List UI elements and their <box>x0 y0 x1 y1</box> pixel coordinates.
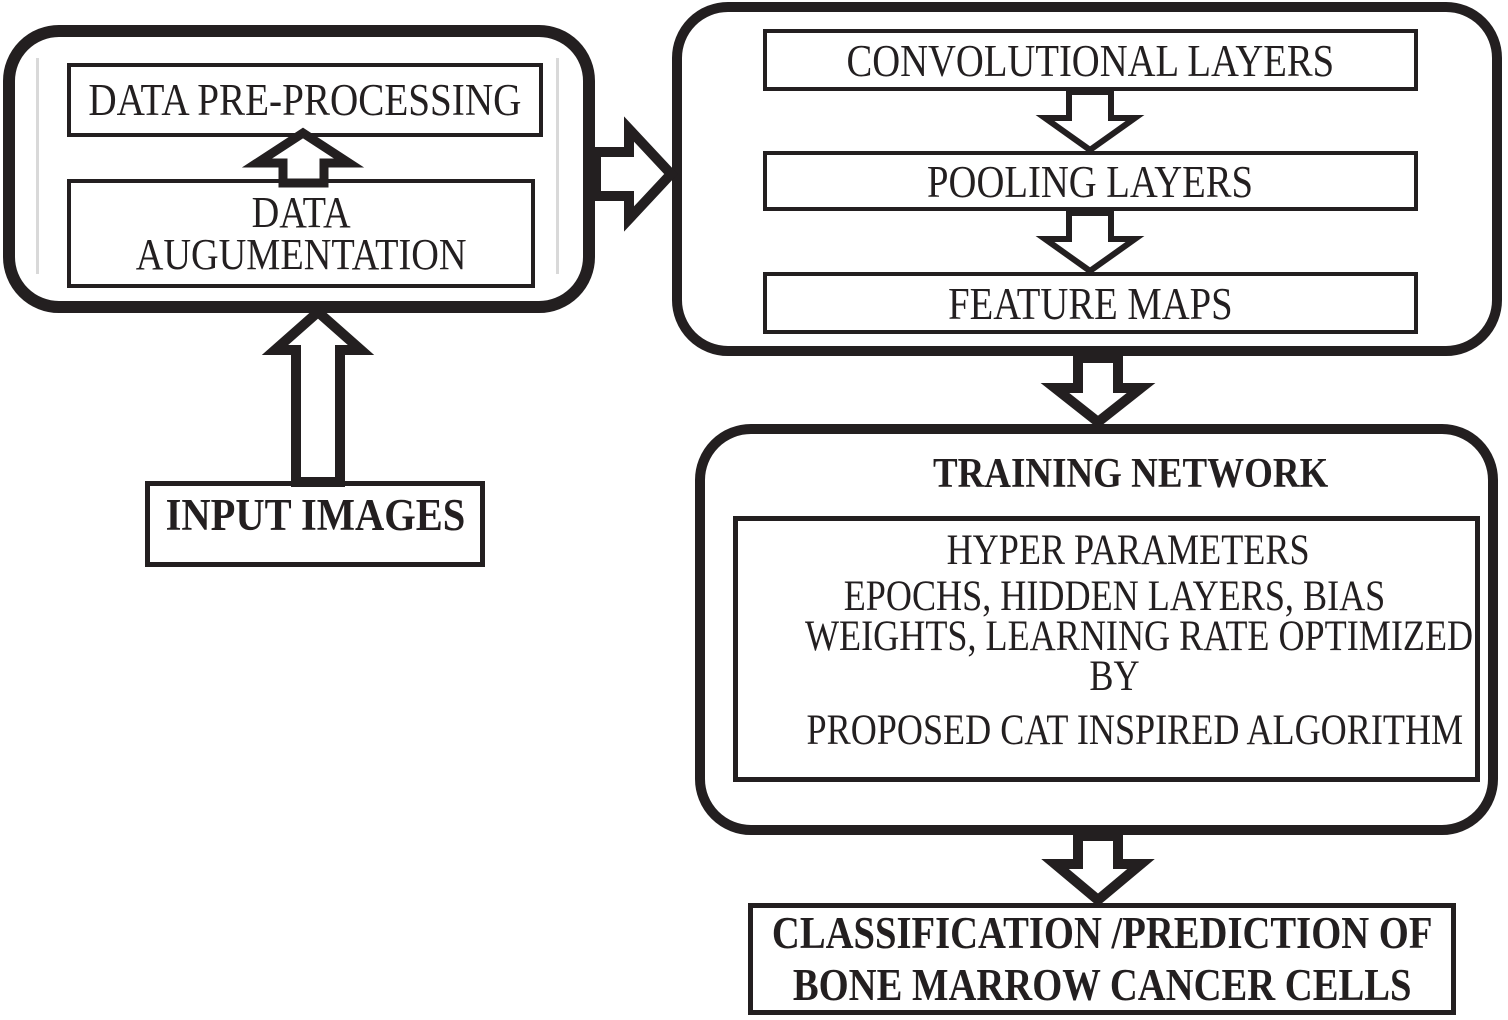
hyper-parameters-box: HYPER PARAMETERS EPOCHS, HIDDEN LAYERS, … <box>733 516 1480 782</box>
training-network-title: TRAINING NETWORK <box>932 451 1329 497</box>
hyper-parameters-title: HYPER PARAMETERS <box>947 527 1310 574</box>
artifact-line-right <box>556 58 559 274</box>
training-group: TRAINING NETWORK HYPER PARAMETERS EPOCHS… <box>695 424 1498 835</box>
input-images-label: INPUT IMAGES <box>165 490 465 540</box>
pooling-layers-label: POOLING LAYERS <box>927 155 1254 207</box>
feature-maps-box: FEATURE MAPS <box>763 272 1418 334</box>
input-images-box: INPUT IMAGES <box>145 481 485 567</box>
classification-box: CLASSIFICATION /PREDICTION OF BONE MARRO… <box>748 903 1456 1015</box>
data-augmentation-label: DATA AUGUMENTATION <box>135 187 467 279</box>
convolutional-layers-box: CONVOLUTIONAL LAYERS <box>763 29 1418 91</box>
classification-label: CLASSIFICATION /PREDICTION OF BONE MARRO… <box>771 907 1433 1010</box>
down-arrow-icon-training-to-classification <box>1041 831 1155 907</box>
pooling-layers-box: POOLING LAYERS <box>763 151 1418 211</box>
cnn-group: CONVOLUTIONAL LAYERS POOLING LAYERS FEAT… <box>672 2 1502 356</box>
data-augmentation-box: DATA AUGUMENTATION <box>67 179 535 288</box>
hyper-parameters-line: EPOCHS, HIDDEN LAYERS, BIAS WEIGHTS, LEA… <box>804 573 1474 700</box>
convolutional-layers-label: CONVOLUTIONAL LAYERS <box>846 34 1335 86</box>
data-preprocessing-label: DATA PRE-PROCESSING <box>88 75 522 125</box>
artifact-line-left <box>36 58 39 274</box>
right-arrow-icon <box>591 116 678 232</box>
down-arrow-icon-cnn-to-training <box>1040 353 1156 429</box>
hyper-parameters-content: HYPER PARAMETERS EPOCHS, HIDDEN LAYERS, … <box>738 521 1475 752</box>
preprocessing-group: DATA PRE-PROCESSING DATA AUGUMENTATION <box>3 25 595 313</box>
input-up-arrow-icon <box>261 305 375 487</box>
feature-maps-label: FEATURE MAPS <box>948 277 1233 329</box>
data-preprocessing-box: DATA PRE-PROCESSING <box>67 63 543 137</box>
proposed-algorithm-line: PROPOSED CAT INSPIRED ALGORITHM <box>806 707 1464 754</box>
